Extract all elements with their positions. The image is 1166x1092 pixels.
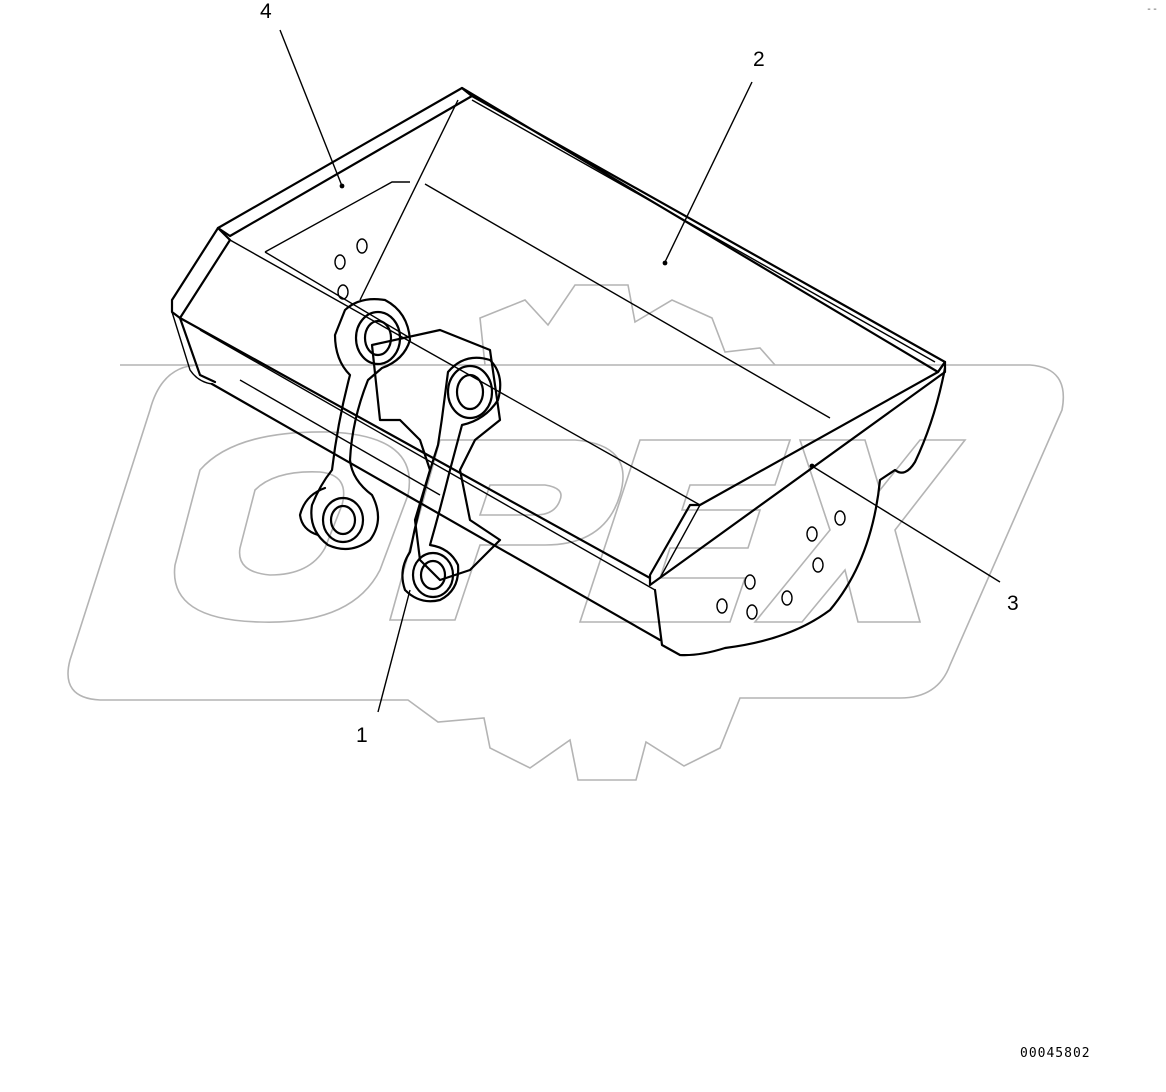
- leader-4: [279, 29, 343, 187]
- callout-3: 3: [1007, 592, 1019, 615]
- leader-3: [811, 465, 1001, 583]
- callout-4: 4: [260, 0, 272, 23]
- drawing-number: 00045802: [1020, 1046, 1091, 1061]
- bucket-drawing: [170, 86, 947, 657]
- watermark-letter-x: [753, 439, 967, 623]
- callout-1: 1: [356, 724, 368, 747]
- leader-lines: [279, 29, 1001, 713]
- leader-2: [664, 81, 753, 263]
- watermark-letter-p-inner: [478, 484, 562, 516]
- left-plate-holes: [334, 238, 368, 300]
- corner-mark: ‐‐: [1146, 4, 1158, 15]
- bucket-inner-floor: [264, 181, 831, 419]
- watermark-logo: [67, 284, 1064, 781]
- link-arm-left: [310, 298, 412, 551]
- watermark-letter-e: [578, 439, 792, 623]
- leader-1: [377, 589, 411, 713]
- pin-boss-lower-right: [411, 551, 455, 599]
- watermark-letter-o: [173, 431, 411, 623]
- pin-boss-lower-left: [321, 496, 365, 544]
- pin-boss-upper-right: [446, 364, 494, 420]
- hinge-bracket: [370, 328, 502, 582]
- pin-boss-upper-left: [354, 310, 402, 366]
- leader-4b: [359, 99, 459, 301]
- right-plate-holes: [716, 510, 846, 620]
- bucket-back-lip: [216, 86, 474, 238]
- right-end-plate: [648, 360, 947, 587]
- watermark-letter-p: [388, 439, 624, 621]
- watermark-gear-outline: [67, 364, 1064, 781]
- bucket-top-edge: [460, 86, 947, 374]
- watermark-letter-o-inner: [238, 471, 345, 576]
- watermark-gear-top: [479, 284, 776, 366]
- link-arm-right: [401, 356, 502, 603]
- right-side-plate: [653, 366, 947, 657]
- left-end-plate: [170, 226, 232, 320]
- callout-2: 2: [753, 48, 765, 71]
- bucket-back-shell: [178, 316, 652, 580]
